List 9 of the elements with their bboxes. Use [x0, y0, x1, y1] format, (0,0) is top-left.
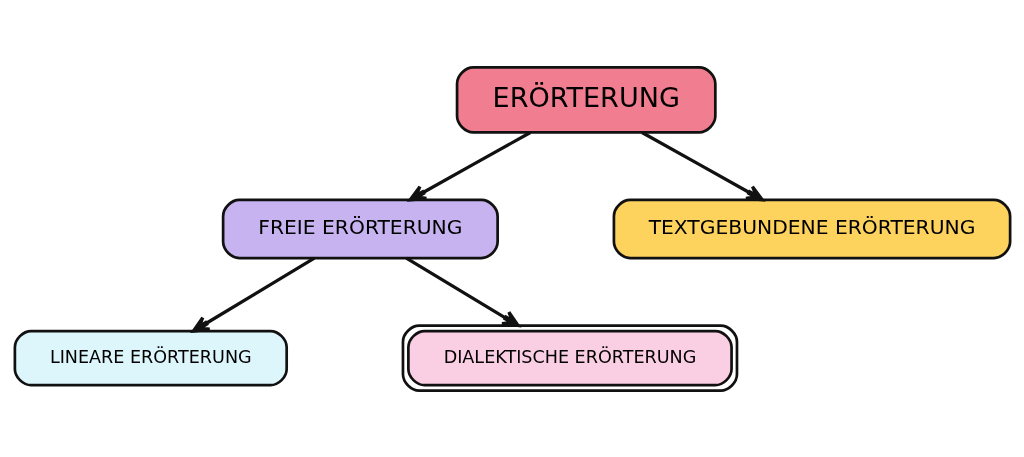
arrow: [405, 256, 520, 327]
node-box: ERÖRTERUNG: [455, 65, 717, 134]
node-box: TEXTGEBUNDENE ERÖRTERUNG: [612, 198, 1011, 259]
node-box: DIALEKTISCHE ERÖRTERUNG: [401, 323, 738, 392]
node-box: LINEARE ERÖRTERUNG: [13, 329, 288, 387]
node-box: FREIE ERÖRTERUNG: [221, 198, 499, 259]
arrow: [191, 256, 315, 333]
arrow: [408, 130, 531, 201]
arrow: [640, 130, 764, 201]
